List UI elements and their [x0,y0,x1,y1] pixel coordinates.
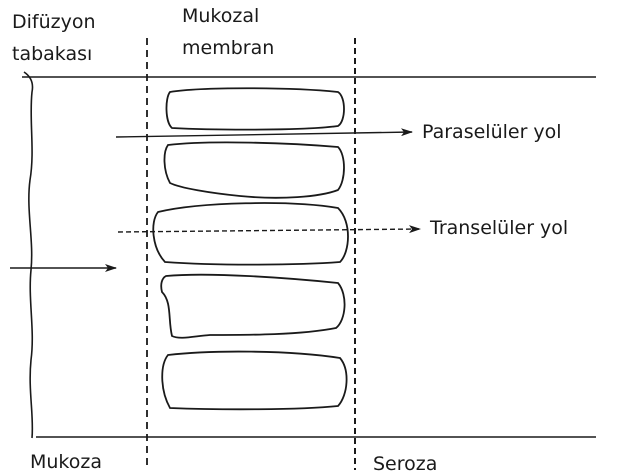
epithelial-cell [166,88,344,129]
transcellular-route-label: Transelüler yol [430,216,568,240]
transcellular-route-arrow [118,229,420,232]
mucosal-membrane-label-line1: Mukozal [182,4,259,28]
epithelial-cell [161,275,344,338]
serosa-label: Seroza [373,452,437,475]
mucosal-membrane-label-line2: membran [182,36,274,60]
epithelial-cell [164,142,344,197]
paracellular-route-label: Paraselüler yol [422,120,562,144]
diffusion-layer-edge [24,72,33,438]
mucosa-label: Mukoza [30,450,102,474]
diffusion-layer-label-line2: tabakası [12,42,92,66]
epithelial-cell [162,352,346,410]
diffusion-layer-label-line1: Difüzyon [12,10,96,34]
paracellular-route-arrow [116,132,412,137]
epithelial-cell [153,203,348,265]
